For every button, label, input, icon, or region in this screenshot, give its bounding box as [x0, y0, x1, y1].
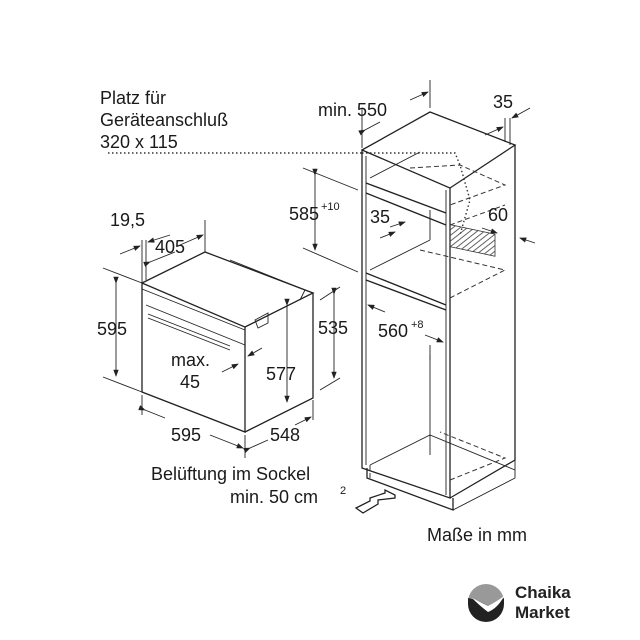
oven-door-max-value: 45 [180, 372, 200, 392]
cabinet-dimensions [302, 80, 536, 514]
connection-label-line1: Platz für [100, 88, 166, 108]
ventilation-line1: Belüftung im Sockel [151, 464, 310, 484]
connection-label-line2: Geräteanschluß [100, 110, 228, 130]
oven-door-max-label: max. [171, 350, 210, 370]
oven-height: 595 [97, 319, 127, 339]
seagull-icon [472, 596, 504, 612]
airflow-arrow-icon [354, 488, 396, 514]
logo-line1: Chaika [515, 583, 571, 602]
chaika-market-logo: Chaika Market [468, 583, 571, 622]
logo-line2: Market [515, 603, 570, 622]
cabinet-rear-gap: 35 [493, 92, 513, 112]
cabinet-niche-width-tolerance: +8 [411, 319, 424, 331]
ventilation-line2-superscript: 2 [340, 485, 346, 497]
oven-inner-height: 577 [266, 364, 296, 384]
oven-handle-depth: 405 [155, 237, 185, 257]
cabinet-niche-height-tolerance: +10 [321, 201, 340, 213]
cabinet-shelf-gap: 35 [370, 207, 390, 227]
cabinet-niche-height: 585 [289, 204, 319, 224]
connection-label-line3: 320 x 115 [100, 132, 178, 152]
oven-dimensions [102, 220, 341, 458]
oven-front-thickness: 19,5 [110, 210, 145, 230]
cabinet-drawing [361, 111, 517, 511]
ventilation-line2: min. 50 cm [230, 487, 318, 507]
cabinet-niche-width: 560 [378, 321, 408, 341]
cabinet-vent-depth: 60 [488, 205, 508, 225]
oven-width: 595 [171, 425, 201, 445]
cabinet-min-depth: min. 550 [318, 100, 387, 120]
oven-drawing [141, 251, 315, 433]
oven-depth: 548 [270, 425, 300, 445]
oven-body-height: 535 [318, 318, 348, 338]
units-note: Maße in mm [427, 525, 527, 545]
